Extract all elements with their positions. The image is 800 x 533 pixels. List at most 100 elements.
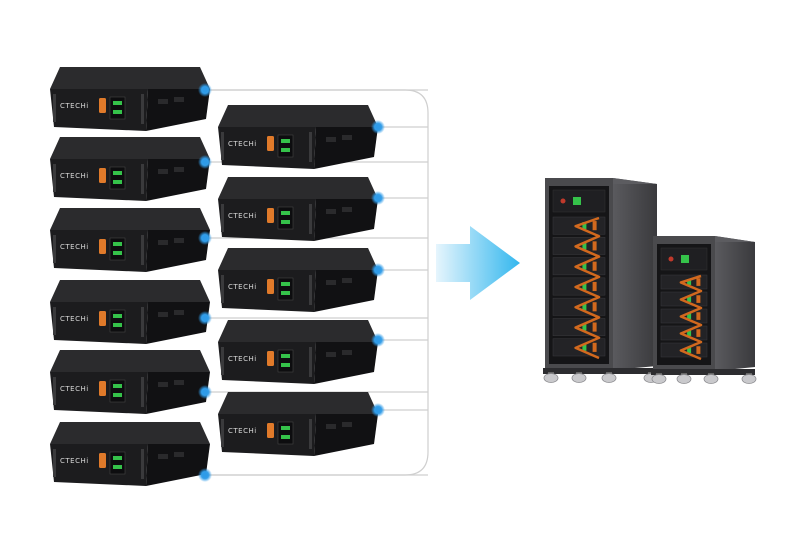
module-top <box>218 248 378 270</box>
module-handle-right <box>141 235 144 265</box>
battery-module: CTECHi <box>50 422 210 486</box>
module-handle-left <box>53 235 56 263</box>
battery-module: CTECHi <box>50 280 210 344</box>
slot-breaker <box>696 278 701 286</box>
status-led <box>113 465 122 469</box>
connection-dot <box>198 231 212 245</box>
module-top <box>50 350 210 372</box>
module-side <box>146 89 210 131</box>
status-led <box>113 101 122 105</box>
port <box>342 207 352 212</box>
slot-breaker <box>696 295 701 303</box>
slot-led <box>687 330 692 337</box>
port <box>158 240 168 245</box>
module-top <box>50 67 210 89</box>
module-handle-left <box>221 347 224 375</box>
arrow-right-icon <box>436 226 520 300</box>
module-brand-label: CTECHi <box>60 172 89 180</box>
slot-led <box>582 242 587 250</box>
status-led <box>113 384 122 388</box>
module-top <box>218 177 378 199</box>
battery-modules: CTECHiCTECHiCTECHiCTECHiCTECHiCTECHiCTEC… <box>50 67 378 486</box>
short-battery-rack <box>651 236 757 384</box>
caster-wheel <box>601 373 617 383</box>
port <box>158 312 168 317</box>
caster-wheel <box>703 374 719 384</box>
connection-dot <box>371 191 385 205</box>
port <box>174 97 184 102</box>
port <box>174 452 184 457</box>
rack-side-panel <box>613 178 657 370</box>
module-handle-left <box>53 94 56 122</box>
display-panel <box>109 309 126 333</box>
slot-led <box>582 262 587 270</box>
port <box>326 424 336 429</box>
display-panel <box>109 166 126 190</box>
slot-breaker <box>592 342 597 352</box>
module-handle-left <box>221 204 224 232</box>
connection-dot <box>371 403 385 417</box>
status-led <box>113 180 122 184</box>
connection-dot <box>198 155 212 169</box>
breaker-switch <box>267 136 274 151</box>
connection-dot <box>371 263 385 277</box>
status-led <box>281 435 290 439</box>
status-led <box>113 171 122 175</box>
caster-wheel <box>543 373 559 383</box>
module-side <box>314 270 378 312</box>
port <box>326 352 336 357</box>
caster-wheel <box>571 373 587 383</box>
battery-module: CTECHi <box>50 137 210 201</box>
breaker-switch <box>99 168 106 183</box>
display-panel <box>277 277 294 301</box>
display-panel <box>109 379 126 403</box>
module-handle-right <box>309 132 312 162</box>
slot-breaker <box>592 322 597 332</box>
status-led <box>281 354 290 358</box>
module-handle-right <box>309 275 312 305</box>
slot-breaker <box>696 329 701 337</box>
module-top <box>50 422 210 444</box>
breaker-switch <box>99 239 106 254</box>
module-handle-left <box>221 419 224 447</box>
module-top <box>50 137 210 159</box>
status-led <box>113 314 122 318</box>
module-brand-label: CTECHi <box>60 315 89 323</box>
battery-module: CTECHi <box>218 248 378 312</box>
display-panel <box>277 206 294 230</box>
connection-dot <box>198 468 212 482</box>
status-led <box>113 456 122 460</box>
status-led <box>281 363 290 367</box>
battery-module: CTECHi <box>50 208 210 272</box>
caster-wheel <box>676 374 692 384</box>
slot-breaker <box>592 302 597 312</box>
module-handle-right <box>309 347 312 377</box>
slot-breaker <box>592 221 597 231</box>
port <box>326 209 336 214</box>
module-side <box>314 199 378 241</box>
status-led <box>281 282 290 286</box>
slot-led <box>687 296 692 303</box>
battery-module: CTECHi <box>218 177 378 241</box>
rack-base <box>543 368 657 374</box>
connection-dot <box>198 311 212 325</box>
module-handle-right <box>141 94 144 124</box>
module-handle-right <box>141 449 144 479</box>
breaker-switch <box>267 208 274 223</box>
slot-led <box>582 222 587 230</box>
module-handle-left <box>221 275 224 303</box>
status-led <box>281 139 290 143</box>
port <box>326 137 336 142</box>
port <box>342 278 352 283</box>
rack-cable <box>574 216 601 360</box>
slot-breaker <box>696 312 701 320</box>
port <box>342 350 352 355</box>
module-handle-right <box>141 377 144 407</box>
module-brand-label: CTECHi <box>60 102 89 110</box>
power-button <box>668 256 674 262</box>
display-panel <box>109 96 126 120</box>
slot-led <box>582 343 587 351</box>
module-side <box>314 127 378 169</box>
module-top <box>50 280 210 302</box>
module-side <box>314 414 378 456</box>
